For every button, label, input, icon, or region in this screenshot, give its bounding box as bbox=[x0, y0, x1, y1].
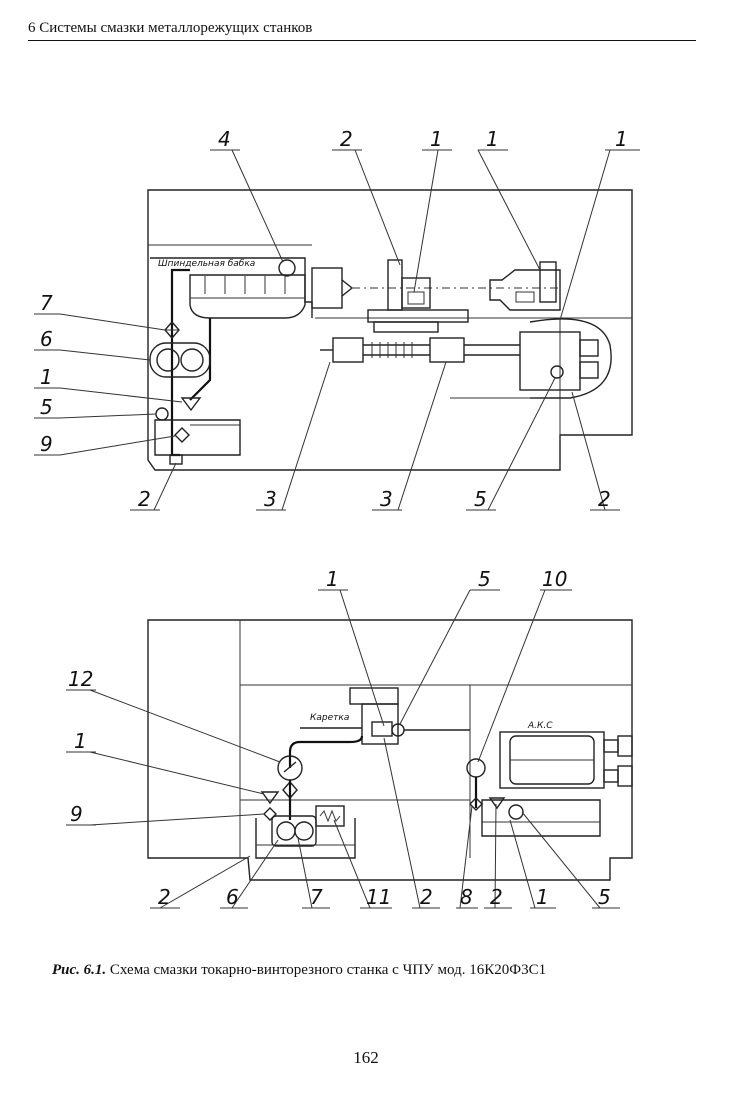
figure-caption-label: Рис. 6.1. bbox=[52, 962, 106, 978]
top-diagram: Шпиндельная бабка bbox=[34, 127, 640, 511]
callout-label: 9 bbox=[70, 802, 83, 826]
aks-label: А.К.С bbox=[527, 721, 553, 731]
callout-label: 3 bbox=[264, 487, 277, 511]
callout-label: 2 bbox=[598, 487, 611, 511]
callout-label: 3 bbox=[380, 487, 393, 511]
callout-label: 11 bbox=[366, 885, 391, 909]
callout-label: 5 bbox=[478, 567, 491, 591]
callout-label: 9 bbox=[40, 432, 53, 456]
callout-label: 2 bbox=[490, 885, 503, 909]
callout-label: 1 bbox=[326, 567, 339, 591]
figure-caption: Рис. 6.1. Схема смазки токарно-винторезн… bbox=[52, 962, 692, 979]
callout-label: 2 bbox=[158, 885, 171, 909]
callout-label: 5 bbox=[40, 395, 53, 419]
callout-label: 7 bbox=[310, 885, 323, 909]
spindle-box-label: Шпиндельная бабка bbox=[158, 259, 255, 269]
callout-label: 7 bbox=[40, 291, 53, 315]
callout-label: 5 bbox=[598, 885, 611, 909]
pump-symbol-icon bbox=[279, 260, 295, 276]
callout-label: 2 bbox=[340, 127, 353, 151]
bottom-diagram: Каретка А.К.С bbox=[66, 567, 632, 909]
callout-label: 8 bbox=[460, 885, 473, 909]
callout-label: 1 bbox=[536, 885, 549, 909]
figure-caption-text: Схема смазки токарно-винторезного станка… bbox=[110, 962, 546, 978]
callout-label: 1 bbox=[40, 365, 53, 389]
gear-pump-icon bbox=[277, 822, 295, 840]
callout-label: 1 bbox=[74, 729, 87, 753]
callout-label: 1 bbox=[486, 127, 499, 151]
callout-label: 4 bbox=[218, 127, 231, 151]
callout-label: 2 bbox=[138, 487, 151, 511]
callout-label: 1 bbox=[615, 127, 628, 151]
page-number: 162 bbox=[0, 1048, 732, 1068]
callout-label: 6 bbox=[226, 885, 239, 909]
callout-label: 10 bbox=[542, 567, 567, 591]
callout-label: 1 bbox=[430, 127, 443, 151]
callout-label: 12 bbox=[68, 667, 93, 691]
callout-label: 6 bbox=[40, 327, 53, 351]
callout-label: 2 bbox=[420, 885, 433, 909]
callout-label: 5 bbox=[474, 487, 487, 511]
carriage-label: Каретка bbox=[310, 713, 349, 723]
gear-pump-icon bbox=[157, 349, 179, 371]
